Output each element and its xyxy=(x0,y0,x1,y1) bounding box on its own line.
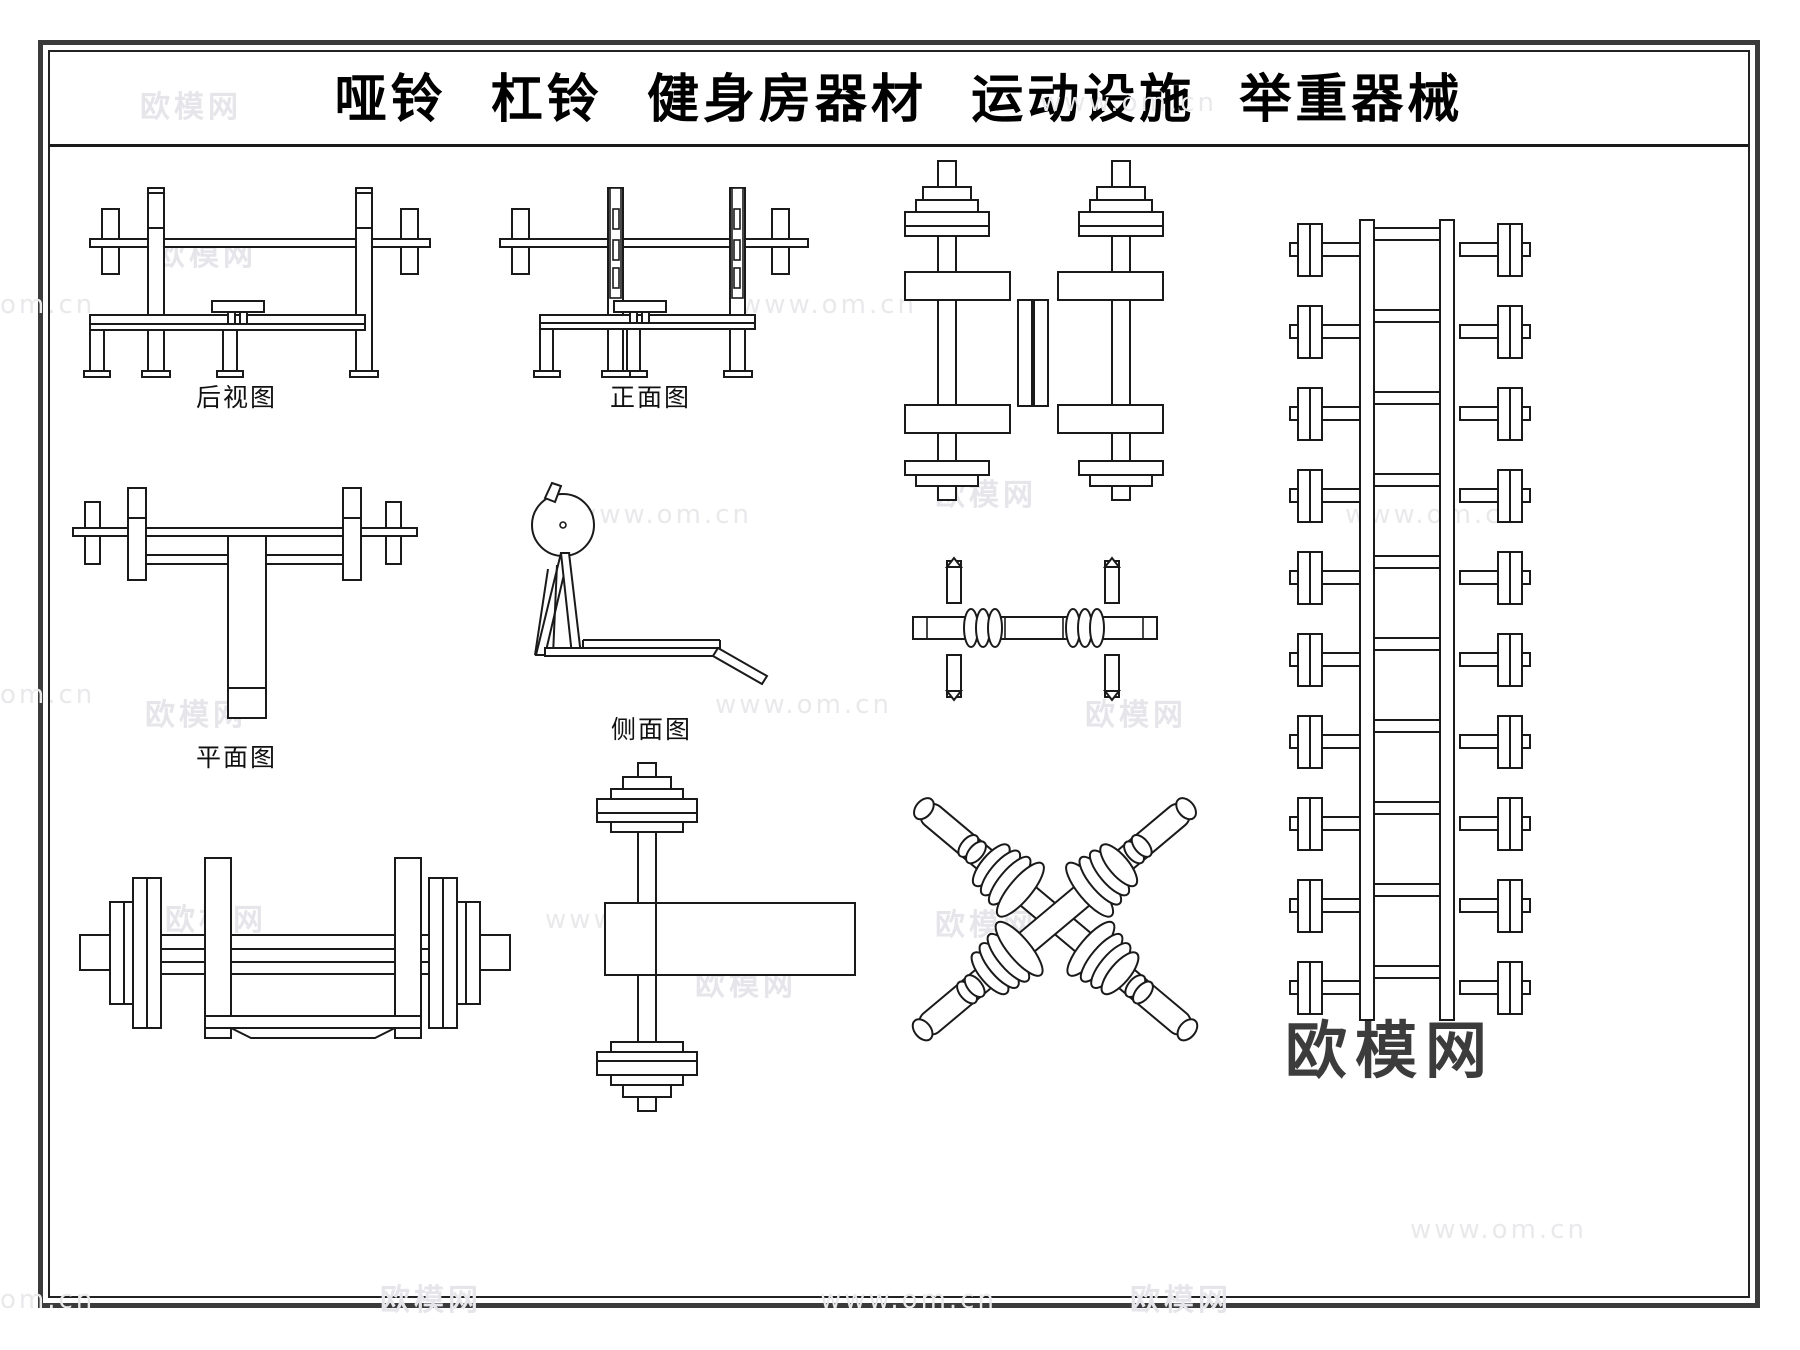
title-rule xyxy=(50,144,1748,147)
sheet-border-inner xyxy=(48,50,1750,1298)
caption-plan-view: 平面图 xyxy=(196,743,278,772)
caption-front-view: 正面图 xyxy=(610,383,692,412)
title-block: 哑铃 杠铃 健身房器材 运动设施 举重器械 xyxy=(50,52,1748,147)
caption-rear-view: 后视图 xyxy=(196,383,278,412)
sheet-title: 哑铃 杠铃 健身房器材 运动设施 举重器械 xyxy=(334,69,1464,130)
caption-side-view: 侧面图 xyxy=(611,715,693,744)
